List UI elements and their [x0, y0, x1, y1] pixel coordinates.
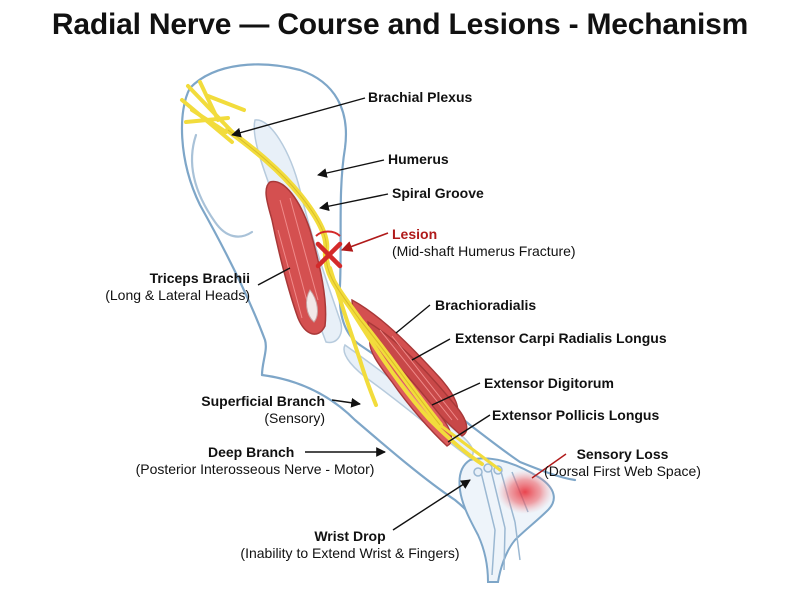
- label-extensor-digitorum: Extensor Digitorum: [484, 375, 614, 392]
- label-triceps: Triceps Brachii (Long & Lateral Heads): [60, 270, 250, 304]
- label-brachial-plexus: Brachial Plexus: [368, 89, 472, 106]
- scapula-contour: [191, 133, 254, 238]
- label-superficial-branch: Superficial Branch (Sensory): [150, 393, 325, 427]
- triceps-note-text: (Long & Lateral Heads): [105, 287, 250, 303]
- superficial-note-text: (Sensory): [264, 410, 325, 426]
- wrist-drop-text: Wrist Drop: [314, 528, 386, 544]
- lesion-bracket: [315, 230, 341, 237]
- label-humerus: Humerus: [388, 151, 449, 168]
- leader-wrist-drop: [392, 479, 471, 531]
- leader-spiral-groove: [319, 193, 389, 212]
- label-spiral-groove: Spiral Groove: [392, 185, 484, 202]
- leader-sensory-loss: [531, 453, 567, 479]
- leader-extensor-digitorum: [431, 382, 481, 406]
- sensory-note-text: (Dorsal First Web Space): [544, 463, 701, 479]
- sensory-loss-text: Sensory Loss: [576, 446, 669, 462]
- extensor-digitorum-text: Extensor Digitorum: [484, 375, 614, 391]
- label-sensory-loss: Sensory Loss (Dorsal First Web Space): [530, 446, 715, 480]
- label-epl: Extensor Pollicis Longus: [492, 407, 659, 424]
- lesion-text: Lesion: [392, 226, 438, 242]
- x-cross-icon: [315, 241, 343, 269]
- page-title: Radial Nerve — Course and Lesions - Mech…: [51, 8, 749, 41]
- leader-superficial: [331, 397, 361, 408]
- epl-text: Extensor Pollicis Longus: [492, 407, 660, 423]
- ecrl-text: Extensor Carpi Radialis Longus: [455, 330, 667, 346]
- sensory-loss-area: [497, 470, 553, 514]
- brachioradialis-text: Brachioradialis: [435, 297, 537, 313]
- leader-brachioradialis: [395, 304, 431, 334]
- label-wrist-drop: Wrist Drop (Inability to Extend Wrist & …: [225, 528, 475, 562]
- nerve-superficial-branch: [328, 266, 378, 407]
- label-brachioradialis: Brachioradialis: [435, 297, 536, 314]
- leader-triceps: [257, 267, 291, 286]
- deep-branch-text: Deep Branch: [208, 444, 295, 460]
- humerus-text: Humerus: [388, 151, 449, 167]
- label-deep-branch: Deep Branch (Posterior Interosseous Nerv…: [110, 444, 400, 478]
- nerve-deep-branch: [343, 298, 484, 466]
- leader-lesion: [340, 232, 389, 252]
- brachial-plexus-text: Brachial Plexus: [368, 89, 473, 105]
- leader-ecrl: [411, 338, 451, 361]
- leader-brachial-plexus: [231, 97, 366, 138]
- wrist-drop-note-text: (Inability to Extend Wrist & Fingers): [240, 545, 460, 561]
- deep-note-text: (Posterior Interosseous Nerve - Motor): [135, 461, 375, 477]
- leader-lines: [231, 97, 491, 531]
- triceps-text: Triceps Brachii: [149, 270, 250, 286]
- leader-epl: [447, 414, 491, 443]
- spiral-groove-text: Spiral Groove: [392, 185, 484, 201]
- label-ecrl: Extensor Carpi Radialis Longus: [455, 330, 667, 347]
- lesion-note-text: (Mid-shaft Humerus Fracture): [392, 243, 576, 259]
- triceps-muscle: [265, 180, 327, 335]
- upper-arm-inner-contour: [180, 86, 267, 377]
- superficial-branch-text: Superficial Branch: [201, 393, 325, 409]
- label-lesion: Lesion (Mid-shaft Humerus Fracture): [392, 226, 576, 260]
- leader-humerus: [317, 159, 385, 178]
